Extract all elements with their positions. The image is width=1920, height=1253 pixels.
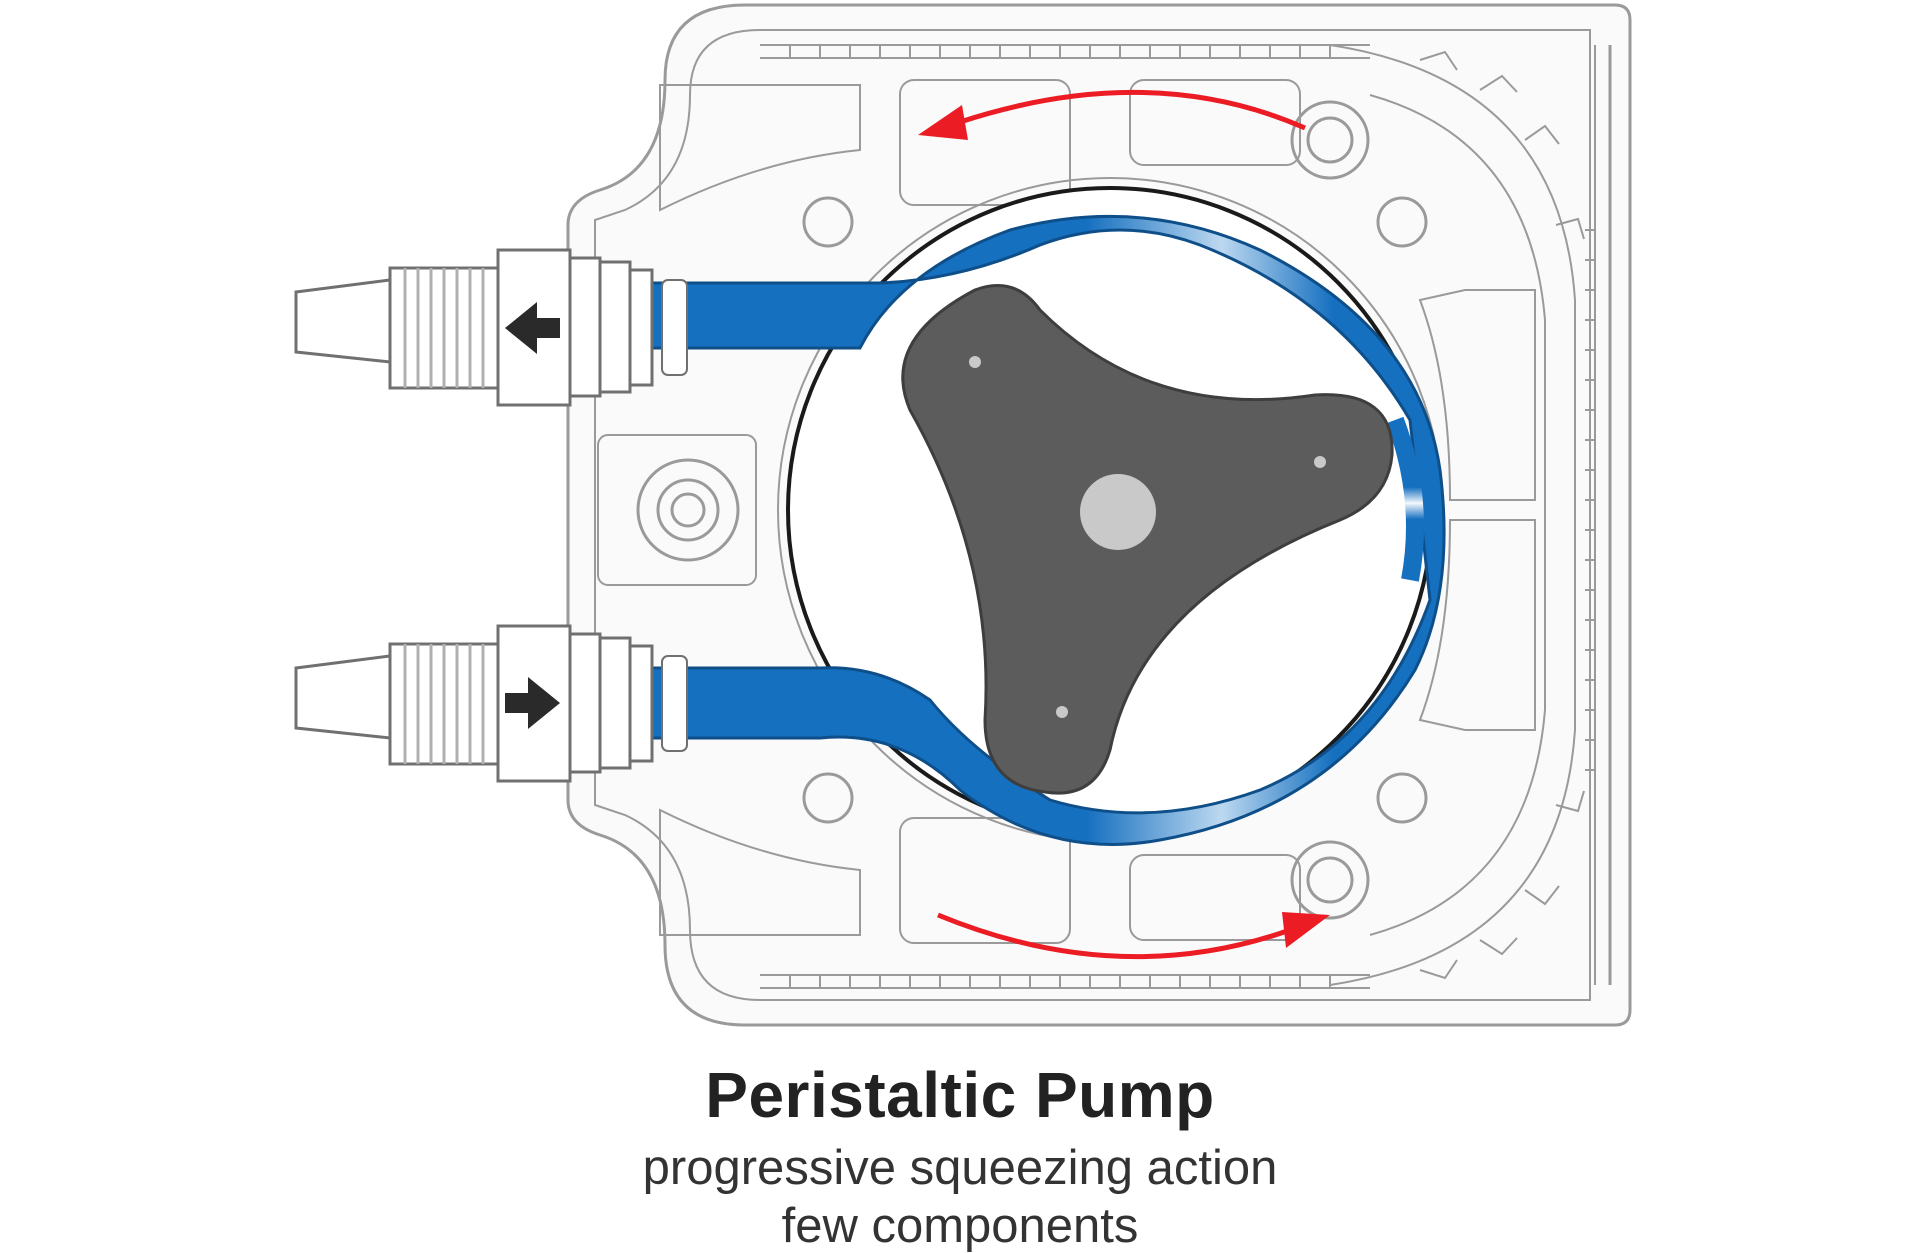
flexible-tube [648,214,1446,846]
caption-line: progressive squeezing action [642,1141,1278,1195]
rotation-arrow-bottom [937,912,1330,960]
arrow-right-icon [505,677,560,729]
arrow-left-icon [505,302,560,354]
outlet-fitting [294,248,688,407]
rotor [901,284,1394,795]
rotor-hub [1080,474,1156,550]
curved-arrow-icon [959,90,1307,131]
rotation-arrow-top [918,90,1307,140]
curved-arrow-icon [937,912,1291,960]
caption-line: few components [781,1199,1139,1253]
inlet-fitting [294,624,688,783]
diagram-title: Peristaltic Pump [705,1059,1215,1131]
